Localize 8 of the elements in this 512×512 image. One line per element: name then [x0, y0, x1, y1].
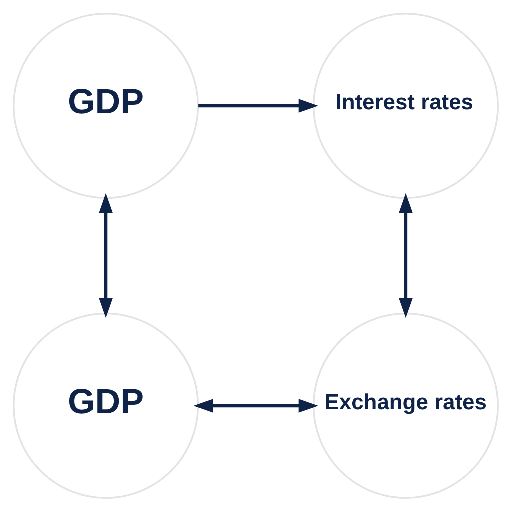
arrow: [99, 193, 113, 318]
node-circle: GDP: [12, 312, 200, 500]
arrow: [198, 99, 318, 113]
node-circle: Exchange rates: [312, 312, 500, 500]
arrow: [399, 193, 413, 318]
arrow: [194, 399, 318, 413]
node-circle: Interest rates: [312, 12, 500, 200]
node-circle: GDP: [12, 12, 200, 200]
